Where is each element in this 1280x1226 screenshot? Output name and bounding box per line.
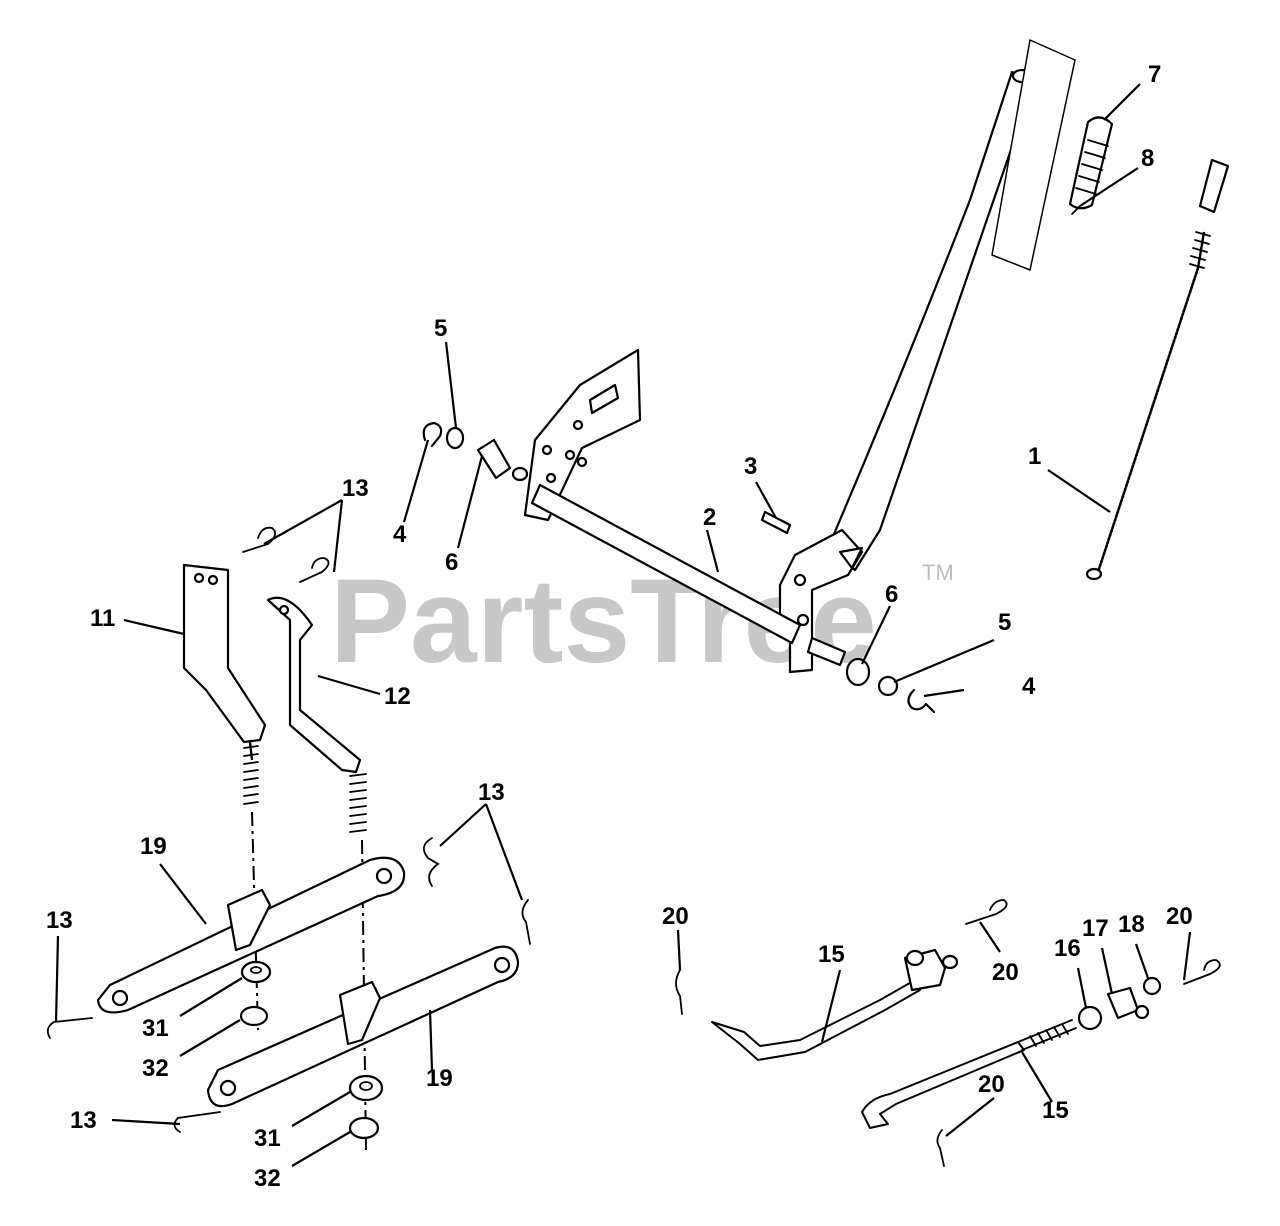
washer-left [445, 426, 465, 450]
hairpin-clip-20-far-left [675, 969, 683, 1015]
callout-5-left: 5 [434, 315, 447, 342]
callout-32-upper: 32 [142, 1055, 169, 1082]
callout-19-lower: 19 [426, 1065, 453, 1092]
hairpin-clip-13-left [46, 1017, 93, 1039]
rod-thread [1017, 1019, 1077, 1051]
callout-20-upper: 20 [992, 959, 1019, 986]
callout-7: 7 [1148, 61, 1161, 88]
callout-labels: 1 2 3 4 4 5 5 6 6 7 8 11 12 13 13 13 13 … [46, 61, 1193, 1192]
callout-6-right: 6 [885, 581, 898, 608]
klik-pin-right [907, 688, 936, 714]
washer-18 [1142, 976, 1162, 996]
handle-grip-sleeve [991, 39, 1076, 271]
lift-arm-19-lower [206, 945, 520, 1108]
hairpin-clip-13-mid-b [521, 899, 531, 945]
callout-4-right: 4 [1022, 673, 1036, 700]
bushing-right [845, 657, 871, 687]
callout-11: 11 [90, 605, 115, 632]
callout-17: 17 [1082, 915, 1109, 942]
callout-8: 8 [1141, 145, 1154, 172]
callout-32-lower: 32 [254, 1165, 281, 1192]
callout-13-top: 13 [342, 475, 369, 502]
callout-12: 12 [384, 683, 411, 710]
lift-link-11 [182, 563, 267, 805]
callout-31-upper: 31 [142, 1015, 169, 1042]
hairpin-clip-13-mid-a [422, 837, 440, 887]
callout-13-mid: 13 [478, 779, 505, 806]
callout-20-left: 20 [662, 903, 689, 930]
mounting-plate [511, 348, 642, 522]
callout-20-right: 20 [1166, 903, 1193, 930]
callout-1: 1 [1028, 443, 1041, 470]
callout-18: 18 [1118, 911, 1145, 938]
nut-32-lower [348, 1116, 380, 1140]
hairpin-clip-20-lower [936, 1129, 945, 1167]
callout-13-bottom: 13 [70, 1107, 97, 1134]
lift-link-12 [266, 596, 367, 833]
callout-19-upper: 19 [140, 833, 167, 860]
cross-shaft [530, 483, 847, 667]
callout-6-left: 6 [445, 549, 458, 576]
hairpin-clip-13-top-b [299, 557, 330, 583]
spacer-31-upper [240, 960, 272, 984]
callout-16: 16 [1054, 935, 1081, 962]
callout-15-upper: 15 [818, 941, 845, 968]
lift-rod-15-upper [711, 979, 921, 1061]
lift-rod [1085, 158, 1230, 581]
hairpin-clip-13-bottom [173, 1111, 221, 1133]
watermark-trademark: TM [922, 560, 954, 585]
spacer-31-lower [348, 1074, 384, 1102]
lift-arm-19-upper [96, 856, 406, 1014]
callout-5-right: 5 [998, 609, 1011, 636]
callout-20-lower: 20 [978, 1071, 1005, 1098]
callout-2: 2 [703, 504, 716, 531]
callout-15-lower: 15 [1042, 1097, 1069, 1124]
hairpin-clip-20-right [1183, 959, 1221, 985]
lift-rod-15-lower [861, 1041, 1025, 1129]
nut-16 [1077, 1005, 1103, 1031]
callout-13-left: 13 [46, 907, 73, 934]
callout-31-lower: 31 [254, 1125, 281, 1152]
trunnion-upper [903, 948, 959, 992]
lift-handle [778, 68, 1037, 674]
leader-lines [54, 83, 1192, 1167]
clevis-pin [760, 510, 792, 535]
bushing-left [476, 438, 512, 480]
washer-right [877, 675, 899, 697]
callout-4-left: 4 [393, 521, 407, 548]
hairpin-clip-20-upper [965, 899, 1008, 925]
nut-32-upper [239, 1005, 269, 1027]
handle-knob [1068, 116, 1114, 215]
callout-3: 3 [744, 453, 757, 480]
